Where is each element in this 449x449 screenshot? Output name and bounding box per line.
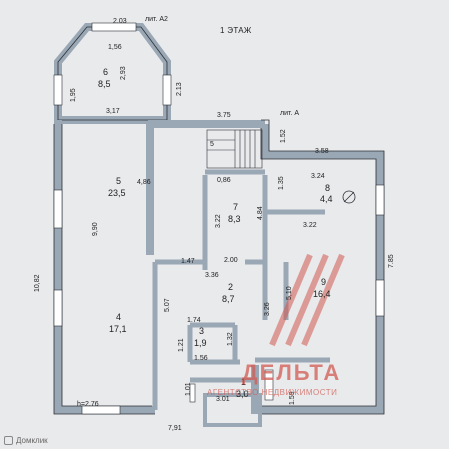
domclick-watermark-text: Домклик bbox=[16, 436, 48, 445]
room-5-number: 5 bbox=[116, 176, 122, 186]
dim-2-00: 2.00 bbox=[224, 257, 238, 264]
litera-a2-label: лит. А2 bbox=[145, 16, 168, 23]
dim-2-13: 2.13 bbox=[176, 82, 183, 96]
dim-3-58: 3.58 bbox=[315, 148, 329, 155]
dim-4-86: 4,86 bbox=[137, 179, 151, 186]
dim-3-24: 3.24 bbox=[311, 173, 325, 180]
brand-logo-icon bbox=[269, 253, 345, 347]
room-1-area: 3,0 bbox=[236, 389, 249, 399]
room-5-area: 23,5 bbox=[108, 188, 126, 198]
dim-5-10: 5,10 bbox=[286, 286, 293, 300]
room-9-number: 9 bbox=[321, 277, 327, 287]
dim-3-26: 3.26 bbox=[264, 302, 271, 316]
room-7-area: 8,3 bbox=[228, 214, 241, 224]
room-8-area: 4,4 bbox=[320, 194, 333, 204]
dim-1-56a: 1,56 bbox=[108, 44, 122, 51]
boiler-icon bbox=[342, 190, 356, 204]
dim-3-22a: 3.22 bbox=[215, 214, 222, 228]
ceiling-height: h=2.76 bbox=[77, 401, 99, 408]
dim-3-01: 3.01 bbox=[216, 396, 230, 403]
dim-4-84: 4.84 bbox=[257, 206, 264, 220]
dim-2-93: 2,93 bbox=[120, 66, 127, 80]
windows-right bbox=[375, 184, 385, 317]
litera-a-label: лит. А bbox=[280, 110, 299, 117]
dim-0-86: 0,86 bbox=[217, 177, 231, 184]
dim-1-01: 1.01 bbox=[185, 382, 192, 396]
dim-3-22b: 3.22 bbox=[303, 222, 317, 229]
brand-tagline: АГЕНТСТВО НЕДВИЖИМОСТИ bbox=[207, 388, 338, 397]
room-6-area: 8,5 bbox=[98, 79, 111, 89]
dim-1-74: 1.74 bbox=[187, 317, 201, 324]
brand-name: ДЕЛЬТА bbox=[242, 360, 342, 385]
dim-1-95: 1,95 bbox=[70, 88, 77, 102]
windows-bay bbox=[53, 22, 172, 106]
dim-3-17: 3,17 bbox=[106, 108, 120, 115]
room-9-area: 16,4 bbox=[313, 289, 331, 299]
interior-walls bbox=[152, 169, 330, 410]
dim-10-82: 10,82 bbox=[34, 274, 41, 292]
windows-left bbox=[53, 189, 121, 415]
domclick-logo-icon bbox=[4, 436, 13, 445]
dim-1-56b: 1.56 bbox=[194, 355, 208, 362]
dim-7-91: 7,91 bbox=[168, 425, 182, 432]
entrance-porch bbox=[203, 393, 262, 427]
room-2-number: 2 bbox=[228, 282, 234, 292]
room-1-number: 1 bbox=[241, 377, 247, 387]
room-7-number: 7 bbox=[233, 202, 239, 212]
staircase bbox=[206, 129, 263, 169]
dim-3-36: 3.36 bbox=[205, 272, 219, 279]
dim-1-35: 1.35 bbox=[278, 176, 285, 190]
dim-5-07: 5.07 bbox=[164, 298, 171, 312]
room-3-number: 3 bbox=[199, 326, 205, 336]
walls-left-block bbox=[54, 120, 265, 414]
domclick-watermark: Домклик bbox=[4, 436, 48, 445]
dim-2-03: 2.03 bbox=[113, 18, 127, 25]
dim-1-32: 1.32 bbox=[227, 332, 234, 346]
dim-3-75: 3.75 bbox=[217, 112, 231, 119]
dim-9-90: 9,90 bbox=[92, 222, 99, 236]
dim-7-85: 7.85 bbox=[388, 254, 395, 268]
room-3-area: 1,9 bbox=[194, 338, 207, 348]
room-2-area: 8,7 bbox=[222, 294, 235, 304]
dim-1-47: 1.47 bbox=[181, 258, 195, 265]
room-8-number: 8 bbox=[325, 183, 331, 193]
room-4-area: 17,1 bbox=[109, 324, 127, 334]
room-6-number: 6 bbox=[103, 67, 109, 77]
dim-1-52: 1.52 bbox=[280, 129, 287, 143]
wall-bay-window bbox=[54, 23, 171, 124]
stair-step-count: 5 bbox=[210, 141, 214, 148]
dim-1-21: 1.21 bbox=[178, 338, 185, 352]
floor-title: 1 ЭТАЖ bbox=[220, 26, 252, 35]
room-4-number: 4 bbox=[116, 312, 122, 322]
